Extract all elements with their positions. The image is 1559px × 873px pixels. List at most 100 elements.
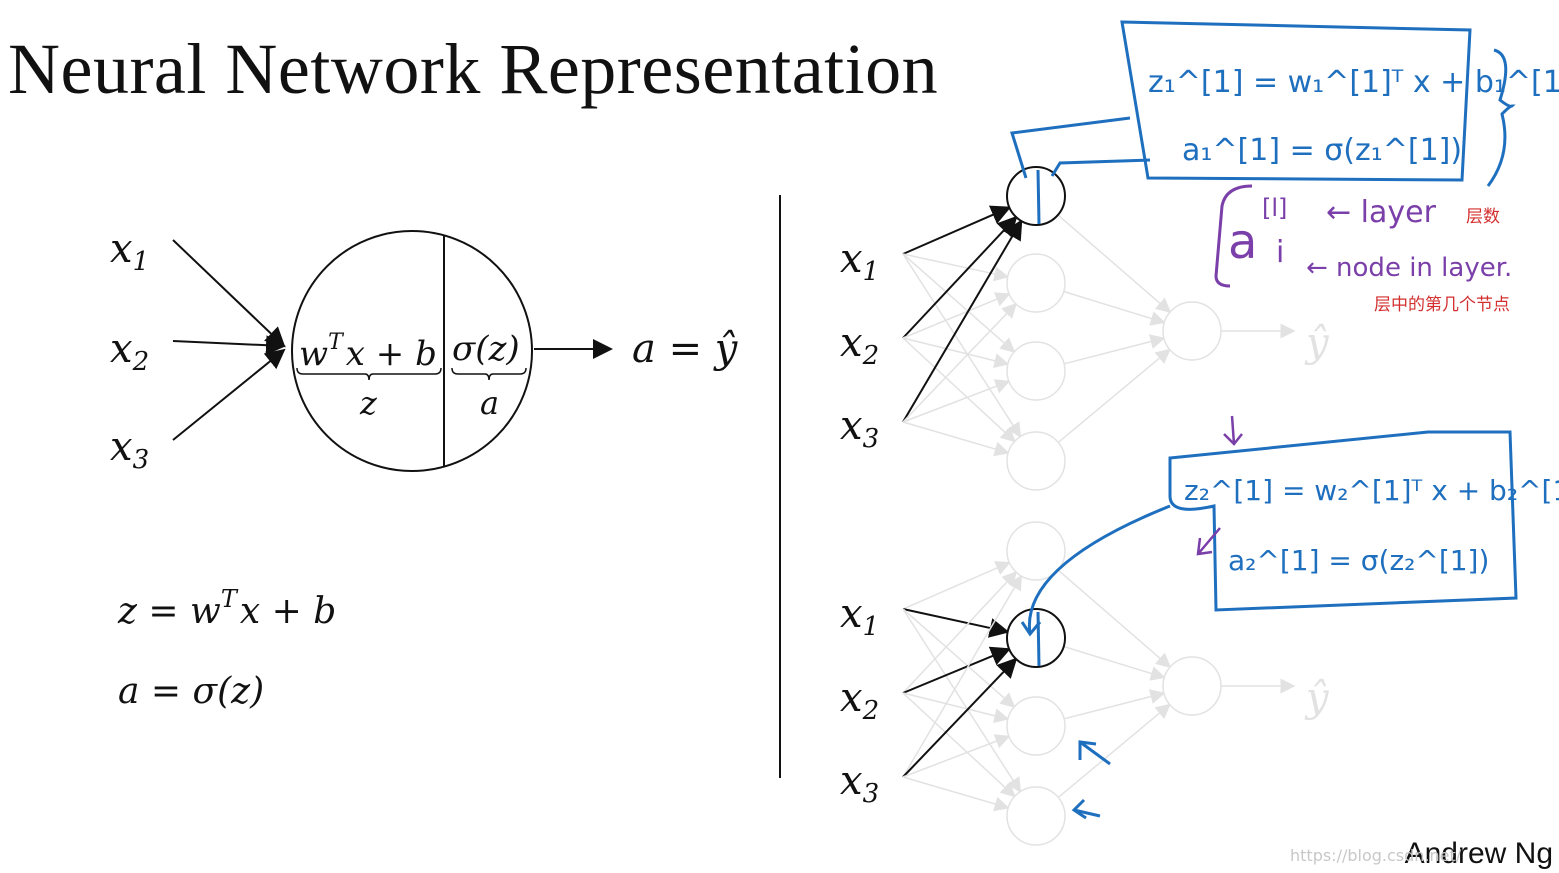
equation-z: z = wTx + b xyxy=(117,585,336,632)
net-top-edge-x2-h2 xyxy=(902,292,1011,339)
net-top-edge-x2-h3 xyxy=(902,337,1010,369)
net-top-edge-x3-h3 xyxy=(902,379,1011,423)
blue-tick-arrow-1 xyxy=(1078,740,1111,766)
net-bottom-active-node-split xyxy=(1036,611,1041,667)
box1-connector xyxy=(1050,158,1151,177)
net-bottom-edge-x3-h4 xyxy=(902,776,1010,812)
net-bottom-edge-x1-h4 xyxy=(902,608,1022,793)
box1-outline xyxy=(1120,20,1472,182)
input-x3-label: x3 xyxy=(110,424,149,475)
net-bottom-edge-x2-h2 xyxy=(902,646,1012,694)
net-top-edge-x2-h1 xyxy=(902,215,1018,339)
network-bottom-inputs: x1 x2 x3 ŷ xyxy=(840,591,1330,809)
net-top-x3-label: x3 xyxy=(840,403,879,454)
net-top-output-node xyxy=(1162,301,1222,361)
blue-tick-arrow-2 xyxy=(1071,798,1101,820)
net-top-hidden-node-4 xyxy=(1006,431,1066,491)
net-bottom-edge-x3-h3 xyxy=(902,734,1011,778)
box2-equation-a: a₂^[1] = σ(z₂^[1]) xyxy=(1228,544,1489,577)
network-top xyxy=(902,166,1296,491)
output-label: a = ŷ xyxy=(632,326,739,372)
slide-title: Neural Network Representation xyxy=(8,29,939,109)
net-top-hidden-node-2 xyxy=(1006,253,1066,313)
input-x2-label: x2 xyxy=(110,326,149,377)
input-x1-label: x1 xyxy=(110,226,149,277)
z-label: z xyxy=(359,384,378,422)
net-top-hidden-node-1 xyxy=(1006,166,1066,226)
net-bottom-edge-x3-h2 xyxy=(902,657,1018,778)
activation-underbrace xyxy=(451,367,527,381)
net-top-edge-x3-h4 xyxy=(902,421,1010,457)
net-top-edge-x2-h4 xyxy=(902,337,1016,443)
edge-x3-neuron xyxy=(172,348,286,441)
net-top-yhat-label: ŷ xyxy=(1304,320,1330,366)
purple-arrow-up xyxy=(1196,527,1221,556)
annotation-box-node1: z₁^[1] = w₁^[1]ᵀ x + b₁^[1] a₁^[1] = σ(z… xyxy=(1010,20,1559,187)
net-bottom-edge-x1-h1 xyxy=(902,561,1011,610)
box1-pointer xyxy=(1010,116,1131,179)
notation-a: a xyxy=(1228,214,1257,270)
edge-x2-neuron xyxy=(172,335,286,356)
net-bottom-edge-h2-out xyxy=(1063,645,1166,681)
net-bottom-hidden-node-1 xyxy=(1006,521,1066,581)
purple-arrow-down xyxy=(1223,415,1243,446)
author-credit: Andrew Ng xyxy=(1404,837,1553,870)
notation-bracket xyxy=(1214,184,1253,288)
net-bottom-x2-label: x2 xyxy=(840,675,879,726)
net-top-edge-h2-out xyxy=(1063,290,1166,326)
net-top-edge-x3-h2 xyxy=(902,302,1017,423)
net-top-edge-x1-h3 xyxy=(902,253,1016,353)
net-top-edge-h3-out xyxy=(1063,334,1166,365)
net-bottom-hidden-node-3 xyxy=(1006,696,1066,756)
net-bottom-x1-label: x1 xyxy=(840,591,879,642)
notation-subscript-i: i xyxy=(1276,235,1284,270)
box1-equation-a: a₁^[1] = σ(z₁^[1]) xyxy=(1182,133,1462,168)
neuron-circle xyxy=(291,230,533,472)
layer-chinese-note: 层数 xyxy=(1466,207,1500,227)
net-bottom-edge-x2-h1 xyxy=(902,571,1018,694)
net-bottom-yhat-label: ŷ xyxy=(1304,675,1330,721)
net-top-edge-h4-out xyxy=(1057,348,1171,444)
single-neuron-diagram: x1 x2 x3 wTx + b σ(z) z a a = ŷ xyxy=(110,226,739,475)
notation-node-label: ← node in layer. xyxy=(1306,253,1512,283)
node-chinese-note: 层中的第几个节点 xyxy=(1374,295,1510,315)
net-bottom-edge-x2-h3 xyxy=(902,692,1010,724)
net-top-edge-x1-h2 xyxy=(902,253,1010,282)
equations: z = wTx + b a = σ(z) xyxy=(117,585,336,712)
annotation-box-node2: z₂^[1] = w₂^[1]ᵀ x + b₂^[1] a₂^[1] = σ(z… xyxy=(1020,415,1559,820)
net-bottom-edge-x1-h2 xyxy=(902,608,1010,638)
box2-equation-z: z₂^[1] = w₂^[1]ᵀ x + b₂^[1] xyxy=(1184,474,1559,507)
net-top-edge-x3-h1 xyxy=(902,219,1023,423)
net-top-x2-label: x2 xyxy=(840,320,879,371)
box1-equation-z: z₁^[1] = w₁^[1]ᵀ x + b₁^[1] xyxy=(1148,65,1559,100)
net-bottom-hidden-node-2 xyxy=(1006,608,1066,668)
net-top-hidden-node-3 xyxy=(1006,341,1066,401)
box1-brace xyxy=(1486,48,1516,187)
watermark: https://blog.csdn.net/ xyxy=(1290,846,1462,865)
net-bottom-output-node xyxy=(1162,656,1222,716)
network-bottom xyxy=(902,521,1296,846)
linear-underbrace xyxy=(296,367,442,381)
a-label: a xyxy=(480,384,499,422)
net-bottom-edge-h4-out xyxy=(1057,703,1171,799)
net-bottom-edge-x1-h3 xyxy=(902,608,1016,708)
box2-connector xyxy=(1027,504,1171,635)
net-bottom-edge-x2-h4 xyxy=(902,692,1016,798)
net-top-edge-h1-out xyxy=(1057,214,1172,314)
notation-annotation: a [l] i ← layer 层数 ← node in layer. 层中的第… xyxy=(1214,184,1512,315)
edge-x1-neuron xyxy=(172,239,286,348)
net-bottom-edge-h3-out xyxy=(1063,689,1166,720)
net-top-active-node-split xyxy=(1036,169,1041,225)
net-bottom-edge-x3-h1 xyxy=(902,574,1023,778)
activation-label: σ(z) xyxy=(452,329,520,369)
net-bottom-hidden-node-4 xyxy=(1006,786,1066,846)
linear-term-label: wTx + b xyxy=(299,330,437,374)
net-bottom-x3-label: x3 xyxy=(840,758,879,809)
box2-outline xyxy=(1168,430,1518,612)
net-top-edge-x1-h1 xyxy=(902,205,1012,255)
equation-a: a = σ(z) xyxy=(118,671,264,712)
box2-connector-head xyxy=(1020,621,1042,637)
notation-layer-label: ← layer xyxy=(1326,195,1437,230)
net-top-x1-label: x1 xyxy=(840,236,879,287)
